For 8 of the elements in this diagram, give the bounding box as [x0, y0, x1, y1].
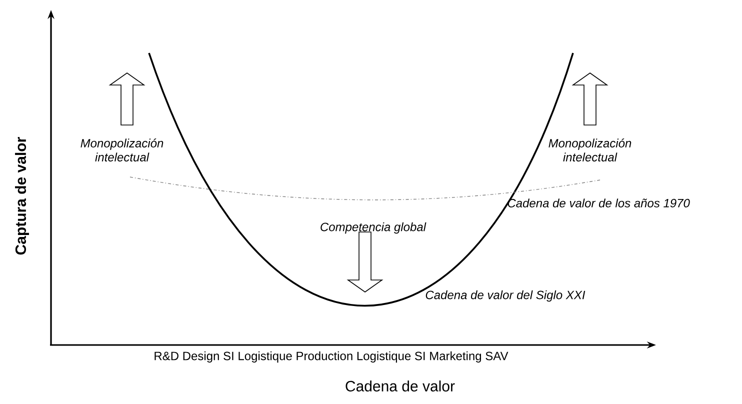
annotation: Competencia global: [320, 222, 426, 234]
axis-title: Captura de valor: [15, 137, 29, 255]
category-labels: R&D Design SI Logistique Production Logistique SI Marketing SAV: [154, 351, 508, 363]
curve-label: Cadena de valor de los años 1970: [508, 198, 690, 208]
curve-label: Cadena de valor del Siglo XXI: [426, 290, 586, 302]
annotation: Monopolización intelectual: [548, 138, 632, 162]
annotation: Monopolización intelectual: [80, 138, 164, 162]
axis-title: Cadena de valor: [346, 380, 455, 392]
